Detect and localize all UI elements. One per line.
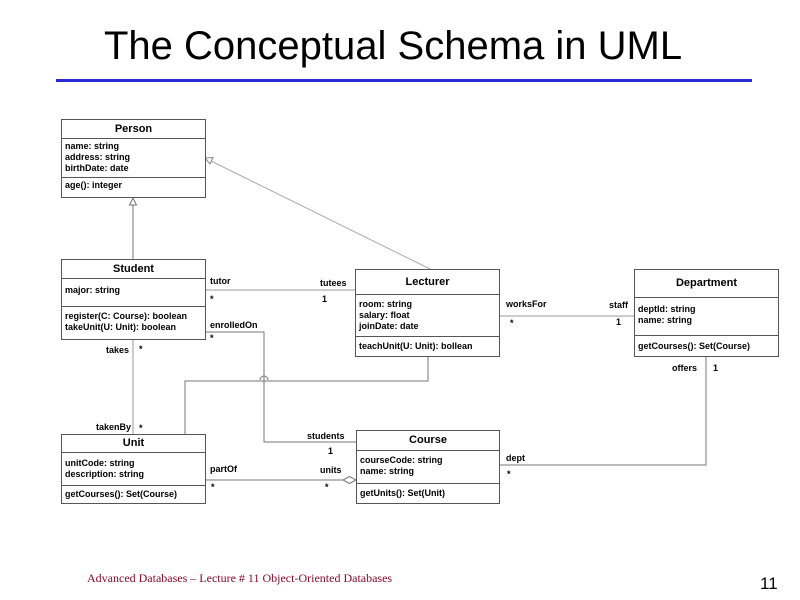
- class-course-attributes: courseCode: string name: string: [357, 451, 499, 484]
- multiplicity-enrolledon: *: [210, 333, 214, 343]
- class-lecturer-attributes: room: string salary: float joinDate: dat…: [356, 295, 499, 337]
- attribute: birthDate: date: [65, 163, 129, 173]
- role-students: students: [307, 431, 345, 441]
- multiplicity-offers: 1: [713, 363, 719, 373]
- offers-association-line: [500, 357, 707, 466]
- multiplicity-partof: *: [211, 482, 215, 492]
- role-partof: partOf: [210, 464, 237, 474]
- class-department-attributes: deptId: string name: string: [635, 298, 778, 336]
- class-department[interactable]: Department deptId: string name: string g…: [634, 269, 779, 357]
- attribute: room: string: [359, 299, 412, 309]
- class-person-attributes: name: string address: string birthDate: …: [62, 139, 205, 178]
- operation: getCourses(): Set(Course): [65, 489, 178, 499]
- class-course[interactable]: Course courseCode: string name: string g…: [356, 430, 500, 504]
- class-unit-operations: getCourses(): Set(Course): [62, 486, 205, 502]
- role-takenby: takenBy: [96, 422, 132, 432]
- role-staff: staff: [609, 300, 629, 310]
- attribute: joinDate: date: [359, 321, 419, 331]
- role-dept: dept: [506, 453, 525, 463]
- multiplicity-worksfor: *: [510, 318, 514, 328]
- lecturer-person-generalization: [210, 160, 431, 270]
- attribute: major: string: [65, 285, 121, 295]
- class-student-operations: register(C: Course): boolean takeUnit(U:…: [62, 307, 205, 335]
- attribute: name: string: [65, 141, 120, 151]
- attribute: description: string: [65, 469, 145, 479]
- role-offers: offers: [672, 363, 698, 373]
- operation: takeUnit(U: Unit): boolean: [65, 322, 176, 332]
- class-person[interactable]: Person name: string address: string birt…: [61, 119, 206, 198]
- multiplicity-dept: *: [507, 469, 511, 479]
- operation: getUnits(): Set(Unit): [360, 488, 445, 498]
- multiplicity-tutees: 1: [322, 294, 328, 304]
- enrolled-association-line: [206, 331, 265, 380]
- lecturer-unit-association-line: [184, 357, 429, 434]
- multiplicity-students: 1: [328, 446, 334, 456]
- attribute: address: string: [65, 152, 131, 162]
- class-unit-attributes: unitCode: string description: string: [62, 453, 205, 486]
- multiplicity-tutor: *: [210, 294, 214, 304]
- page-number: 11: [760, 574, 778, 593]
- class-lecturer-name: Lecturer: [356, 270, 499, 295]
- role-worksfor: worksFor: [506, 299, 547, 309]
- role-tutees: tutees: [320, 278, 347, 288]
- multiplicity-units: *: [325, 482, 329, 492]
- role-units: units: [320, 465, 342, 475]
- enrolled-line-hop: [259, 375, 269, 381]
- class-unit-name: Unit: [62, 435, 205, 453]
- class-unit[interactable]: Unit unitCode: string description: strin…: [61, 434, 206, 504]
- attribute: salary: float: [359, 310, 410, 320]
- multiplicity-takes: *: [139, 344, 143, 354]
- operation: getCourses(): Set(Course): [638, 341, 751, 351]
- multiplicity-staff: 1: [616, 317, 622, 327]
- attribute: courseCode: string: [360, 455, 443, 465]
- attribute: unitCode: string: [65, 458, 135, 468]
- class-department-operations: getCourses(): Set(Course): [635, 336, 778, 354]
- partof-aggregation-diamond: [341, 475, 358, 485]
- multiplicity-takenby: *: [139, 423, 143, 433]
- slide-footer: Advanced Databases – Lecture # 11 Object…: [87, 571, 393, 585]
- class-course-operations: getUnits(): Set(Unit): [357, 484, 499, 501]
- class-department-name: Department: [635, 270, 778, 298]
- attribute: name: string: [360, 466, 415, 476]
- class-lecturer[interactable]: Lecturer room: string salary: float join…: [355, 269, 500, 357]
- operation: age(): integer: [65, 180, 123, 190]
- class-student-name: Student: [62, 260, 205, 279]
- class-course-name: Course: [357, 431, 499, 451]
- operation: register(C: Course): boolean: [65, 311, 188, 321]
- enrolled-association-line-lower: [263, 380, 356, 443]
- lecturer-person-arrowhead: [203, 156, 214, 165]
- class-person-name: Person: [62, 120, 205, 139]
- role-takes: takes: [106, 345, 130, 355]
- title-underline: [56, 79, 752, 82]
- slide-title: The Conceptual Schema in UML: [104, 24, 683, 68]
- class-person-operations: age(): integer: [62, 178, 205, 193]
- class-student[interactable]: Student major: string register(C: Course…: [61, 259, 206, 340]
- role-enrolledon: enrolledOn: [210, 320, 258, 330]
- student-person-arrowhead: [128, 196, 138, 206]
- role-tutor: tutor: [210, 276, 231, 286]
- operation: teachUnit(U: Unit): bollean: [359, 341, 473, 351]
- class-lecturer-operations: teachUnit(U: Unit): bollean: [356, 337, 499, 354]
- class-student-attributes: major: string: [62, 279, 205, 307]
- attribute: name: string: [638, 315, 693, 325]
- attribute: deptId: string: [638, 304, 696, 314]
